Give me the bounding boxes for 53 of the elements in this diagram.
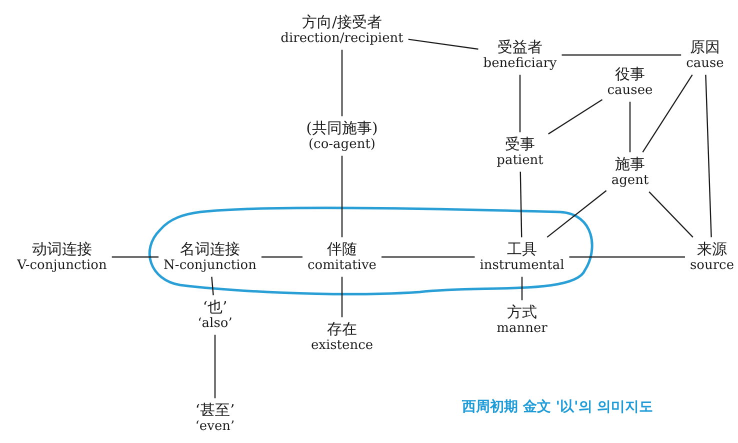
connector-line [642,74,693,153]
term-label: 名词连接 [179,240,241,258]
gloss-label: ‘even’ [195,419,235,435]
connector-line [629,102,631,152]
gloss-label: agent [611,173,649,189]
connector-line [341,156,343,238]
term-label: 动词连接 [31,240,93,258]
term-label: 受事 [504,135,536,154]
term-label: 施事 [614,155,646,174]
gloss-label: beneficiary [483,56,557,72]
term-label: 受益者 [496,38,544,56]
connector-line [261,256,302,258]
connector-line [548,99,603,134]
term-label: (共同施事) [306,119,378,138]
term-label: 役事 [614,65,646,84]
term-label: 伴随 [326,240,358,258]
connector-line [341,276,343,318]
connector-line [562,54,682,56]
term-label: ‘甚至’ [195,401,235,420]
caption-text: 西周初期 金文 '以'의 의미지도 [462,398,654,416]
connector-line [569,256,685,258]
gloss-label: ‘also’ [198,316,232,332]
term-label: 存在 [326,320,358,338]
gloss-label: existence [310,338,374,354]
gloss-label: comitative [308,258,376,274]
connector-line [705,74,712,238]
term-label: ‘也’ [202,298,228,316]
connector-line [341,50,343,116]
connector-line [520,172,522,238]
connector-line [521,276,523,300]
connector-line [214,334,216,398]
term-label: 方式 [506,303,538,322]
connector-line [648,191,694,238]
connector-line [211,276,214,296]
gloss-label: source [690,258,734,274]
gloss-label: direction/recipient [280,31,404,47]
connector-line [546,190,607,238]
gloss-label: patient [496,153,544,169]
gloss-label: N-conjunction [164,258,256,274]
term-label: 原因 [689,38,721,56]
gloss-label: instrumental [480,258,564,274]
term-label: 方向/接受者 [300,13,384,32]
gloss-label: causee [607,83,653,99]
gloss-label: cause [686,56,724,72]
connector-line [408,38,478,50]
gloss-label: V-conjunction [17,258,107,274]
connector-line [112,256,159,258]
term-label: 来源 [696,240,728,258]
connector-line [519,74,521,132]
gloss-label: manner [496,321,548,337]
gloss-label: (co-agent) [307,137,376,153]
connector-line [382,256,475,258]
term-label: 工具 [506,240,538,258]
